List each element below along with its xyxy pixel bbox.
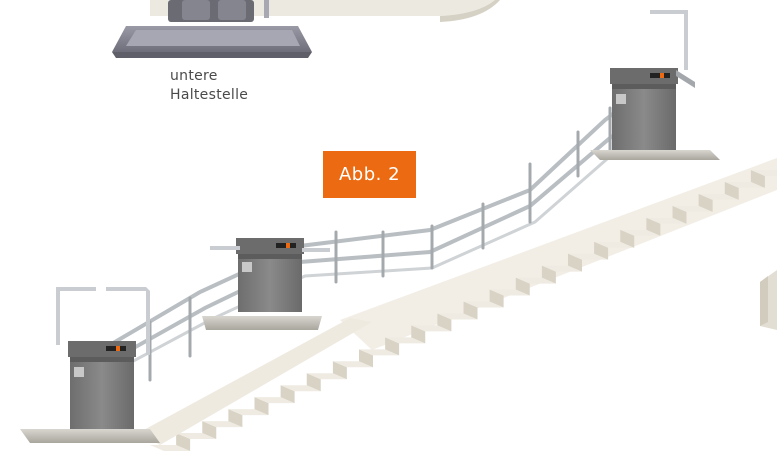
caption-line-1: untere bbox=[170, 67, 248, 86]
lower-stop-caption: untere Haltestelle bbox=[170, 67, 248, 105]
caption-line-2: Haltestelle bbox=[170, 86, 248, 105]
figure-label: Abb. 2 bbox=[339, 164, 400, 185]
upper-landing bbox=[112, 0, 500, 58]
lift-lower bbox=[20, 287, 160, 443]
figure-label-badge: Abb. 2 bbox=[323, 151, 416, 198]
